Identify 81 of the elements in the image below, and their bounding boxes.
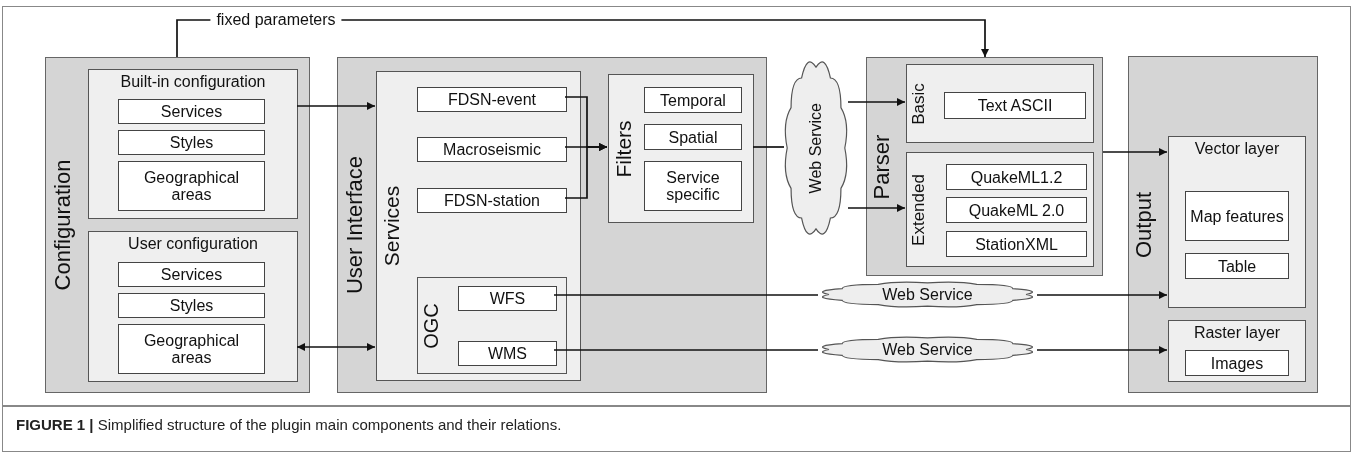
item-box <box>1185 253 1289 279</box>
arrow <box>564 143 608 199</box>
section-title: Extended <box>910 173 927 246</box>
arrow <box>296 343 376 351</box>
panel <box>45 57 310 393</box>
cloud-label: Web Service <box>882 285 973 304</box>
group-title: Raster layer <box>1192 324 1282 342</box>
item-box <box>946 164 1087 190</box>
item-box <box>118 262 265 287</box>
item-box <box>118 130 265 155</box>
section-title: Filters <box>613 119 634 178</box>
box-label: WMS <box>486 345 529 362</box>
box-label: Map features <box>1189 207 1285 225</box>
group-title: Built-in configuration <box>119 73 267 91</box>
box-label: Images <box>1209 354 1265 372</box>
box-label: Styles <box>168 297 215 314</box>
section-title: User Interface <box>344 155 366 295</box>
group-box <box>608 74 754 223</box>
section-title: OGC <box>421 302 441 349</box>
cloud-label: Web Service <box>807 102 825 194</box>
item-box <box>944 92 1086 119</box>
arrow <box>847 204 906 212</box>
box-label: Table <box>1216 257 1258 275</box>
box-label: Service specific <box>665 169 721 203</box>
box-label: Macroseismic <box>442 141 542 158</box>
item-box <box>946 231 1087 257</box>
box-label: QuakeML 2.0 <box>967 201 1066 219</box>
item-box <box>417 87 567 112</box>
group-title: User configuration <box>127 235 259 253</box>
arrow <box>296 102 376 110</box>
panel <box>1128 56 1318 393</box>
arrow <box>1036 291 1168 299</box>
item-box <box>1185 191 1289 241</box>
item-box <box>118 324 265 374</box>
box-label: FDSN-station <box>443 192 541 209</box>
item-box <box>644 87 742 113</box>
box-label: Spatial <box>667 128 719 146</box>
edge-label: fixed parameters <box>210 11 342 29</box>
item-box <box>458 341 557 366</box>
box-label: Geographical areas <box>142 169 241 203</box>
group-box <box>906 64 1094 143</box>
box-label: Geographical areas <box>142 332 241 366</box>
item-box <box>458 286 557 311</box>
cloud-label: Web Service <box>882 340 973 359</box>
group-title: Vector layer <box>1193 140 1281 158</box>
box-label: Text ASCII <box>976 97 1054 114</box>
panel <box>337 57 767 393</box>
arrow <box>847 98 906 106</box>
box-label: Services <box>159 266 224 283</box>
box-label: WFS <box>488 290 527 307</box>
item-box <box>417 188 567 213</box>
group-box <box>88 69 298 219</box>
section-title: Output <box>1133 191 1155 258</box>
group-box <box>906 152 1094 267</box>
box-label: QuakeML1.2 <box>969 168 1064 186</box>
box-label: Styles <box>168 134 215 151</box>
box-label: StationXML <box>974 235 1059 253</box>
item-box <box>946 197 1087 223</box>
item-box <box>118 99 265 124</box>
box-label: Temporal <box>659 91 727 109</box>
figure-caption: FIGURE 1 | Simplified structure of the plugin main components and their relations. <box>16 416 562 433</box>
item-box <box>118 161 265 211</box>
item-box <box>417 137 567 162</box>
group-box <box>417 277 567 374</box>
item-box <box>644 124 742 150</box>
group-box <box>1168 136 1306 308</box>
box-label: FDSN-event <box>447 91 537 108</box>
group-box <box>376 71 581 381</box>
item-box <box>118 293 265 318</box>
item-box <box>644 161 742 211</box>
item-box <box>1185 350 1289 376</box>
section-title: Parser <box>871 134 893 199</box>
group-box <box>1168 320 1306 382</box>
arrow <box>1102 148 1168 156</box>
section-title: Basic <box>910 82 927 125</box>
arrow <box>1036 346 1168 354</box>
box-label: Services <box>159 103 224 120</box>
panel <box>866 57 1103 276</box>
group-box <box>88 231 298 382</box>
section-title: Configuration <box>52 159 74 291</box>
section-title: Services <box>381 185 402 267</box>
